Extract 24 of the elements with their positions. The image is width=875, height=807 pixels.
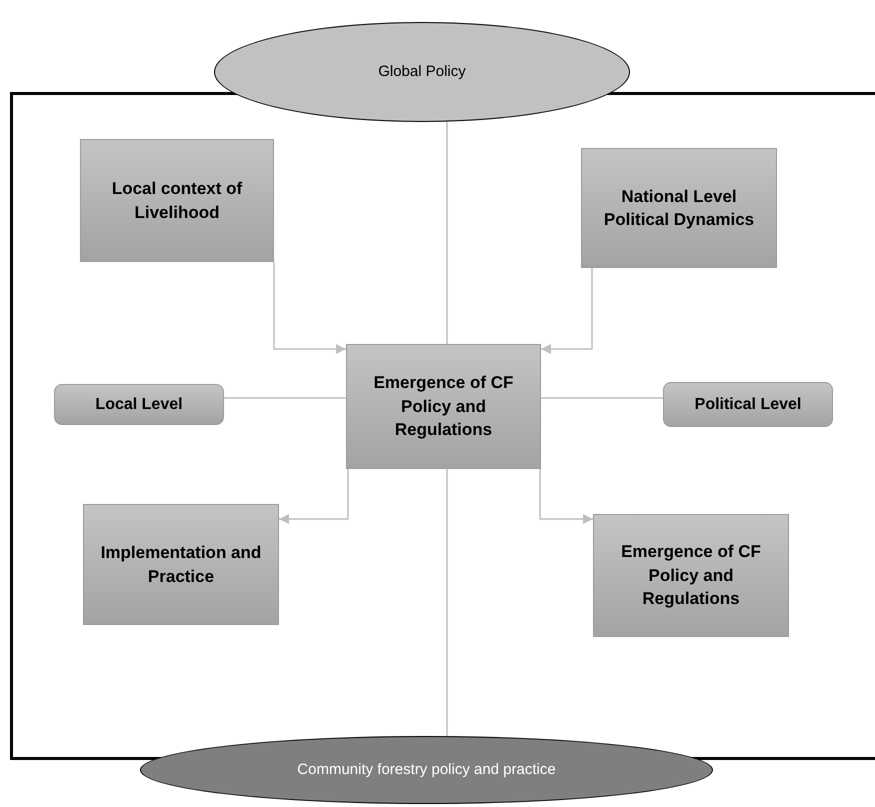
connector-line [541,397,663,399]
connector-line [446,469,448,737]
rounded-box [663,382,833,427]
node-label: Global Policy [378,62,466,82]
node-label: Emergence of CF Policy and Regulations [620,541,762,610]
node-label: Political Level [694,394,802,414]
connector-line [446,122,448,344]
arrow [541,268,593,354]
process-box [80,139,274,262]
node-label: National Level Political Dynamics [602,186,756,231]
node-label: Community forestry policy and practice [297,760,556,780]
process-box [83,504,279,625]
process-box [593,514,789,637]
node-label: Implementation and Practice [100,542,262,588]
node-label: Local Level [95,394,183,414]
process-box [346,344,541,469]
node-label: Local context of Livelihood [110,178,244,224]
arrow [273,262,346,354]
connector-line [224,397,346,399]
rounded-box [54,384,224,425]
arrow [279,469,349,524]
arrow [539,469,593,524]
node-label: Emergence of CF Policy and Regulations [372,372,514,442]
process-box [581,148,777,268]
